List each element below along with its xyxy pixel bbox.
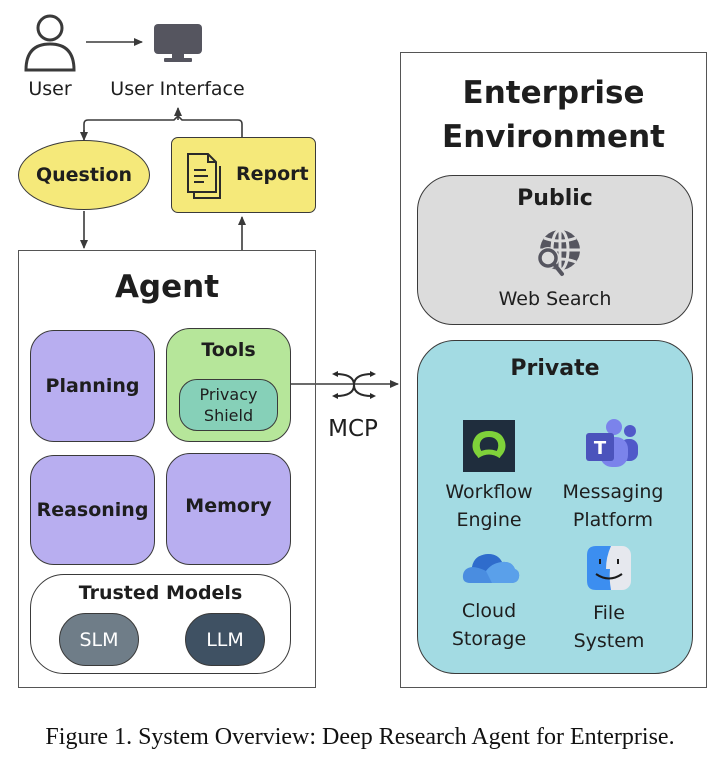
- tools-label: Tools: [201, 339, 256, 361]
- llm-node: LLM: [185, 613, 265, 666]
- ui-label: User Interface: [110, 78, 245, 100]
- cloud-storage-icon: [462, 549, 520, 587]
- workflow-engine-icon: [463, 420, 515, 472]
- trusted-models-node: Trusted Models SLM LLM: [30, 574, 291, 674]
- monitor-icon: [152, 22, 204, 64]
- private-title: Private: [510, 356, 600, 381]
- agent-container: Agent: [18, 250, 316, 688]
- web-search-icon: [528, 224, 586, 280]
- privacy-shield-line2: Shield: [203, 406, 254, 425]
- memory-node: Memory: [166, 453, 291, 565]
- workflow-engine-line1: Workflow: [445, 481, 533, 503]
- figure-caption: Figure 1. System Overview: Deep Research…: [45, 724, 675, 750]
- privacy-shield-line1: Privacy: [199, 385, 258, 404]
- file-system-line2: System: [573, 630, 645, 652]
- agent-title: Agent: [114, 269, 220, 305]
- reasoning-node: Reasoning: [30, 455, 155, 565]
- slm-node: SLM: [59, 613, 139, 666]
- cloud-storage-line2: Storage: [451, 628, 527, 650]
- privacy-shield-node: Privacy Shield: [179, 379, 278, 431]
- memory-label: Memory: [185, 495, 272, 517]
- mcp-crossing-icon: [332, 371, 376, 399]
- planning-label: Planning: [45, 375, 140, 397]
- private-zone: Private Workflow Engine T Messaging Plat…: [417, 340, 693, 674]
- cloud-storage-label: Cloud Storage: [424, 597, 554, 653]
- cloud-storage-line1: Cloud: [461, 600, 517, 622]
- svg-text:T: T: [594, 438, 607, 459]
- trusted-models-title: Trusted Models: [78, 582, 243, 604]
- file-system-line1: File: [593, 602, 625, 624]
- document-icon: [186, 152, 224, 200]
- mcp-label: MCP: [328, 416, 378, 442]
- messaging-platform-label: Messaging Platform: [548, 478, 678, 534]
- user-label: User: [28, 78, 72, 100]
- enterprise-title: Enterprise Environment: [401, 71, 706, 159]
- report-label: Report: [236, 163, 309, 185]
- llm-label: LLM: [206, 628, 244, 651]
- tools-node: Tools Privacy Shield: [166, 328, 291, 442]
- question-node: Question: [18, 140, 150, 210]
- slm-label: SLM: [79, 628, 119, 651]
- planning-node: Planning: [30, 330, 155, 442]
- public-title: Public: [517, 186, 593, 211]
- reasoning-label: Reasoning: [36, 499, 149, 521]
- workflow-engine-line2: Engine: [456, 509, 522, 531]
- web-search-label: Web Search: [498, 288, 612, 310]
- question-label: Question: [35, 164, 133, 186]
- report-node: Report: [171, 137, 316, 213]
- workflow-engine-label: Workflow Engine: [424, 478, 554, 534]
- messaging-platform-line1: Messaging: [562, 481, 664, 503]
- messaging-platform-icon: T: [580, 417, 640, 473]
- enterprise-title-line1: Enterprise: [462, 75, 645, 111]
- file-system-label: File System: [544, 599, 674, 655]
- file-system-icon: [586, 545, 632, 591]
- ui-feedback-line: [83, 114, 243, 137]
- enterprise-container: Enterprise Environment: [400, 52, 707, 688]
- user-icon: [22, 12, 78, 72]
- enterprise-title-line2: Environment: [442, 119, 665, 155]
- public-zone: Public Web Search: [417, 175, 693, 325]
- messaging-platform-line2: Platform: [572, 509, 654, 531]
